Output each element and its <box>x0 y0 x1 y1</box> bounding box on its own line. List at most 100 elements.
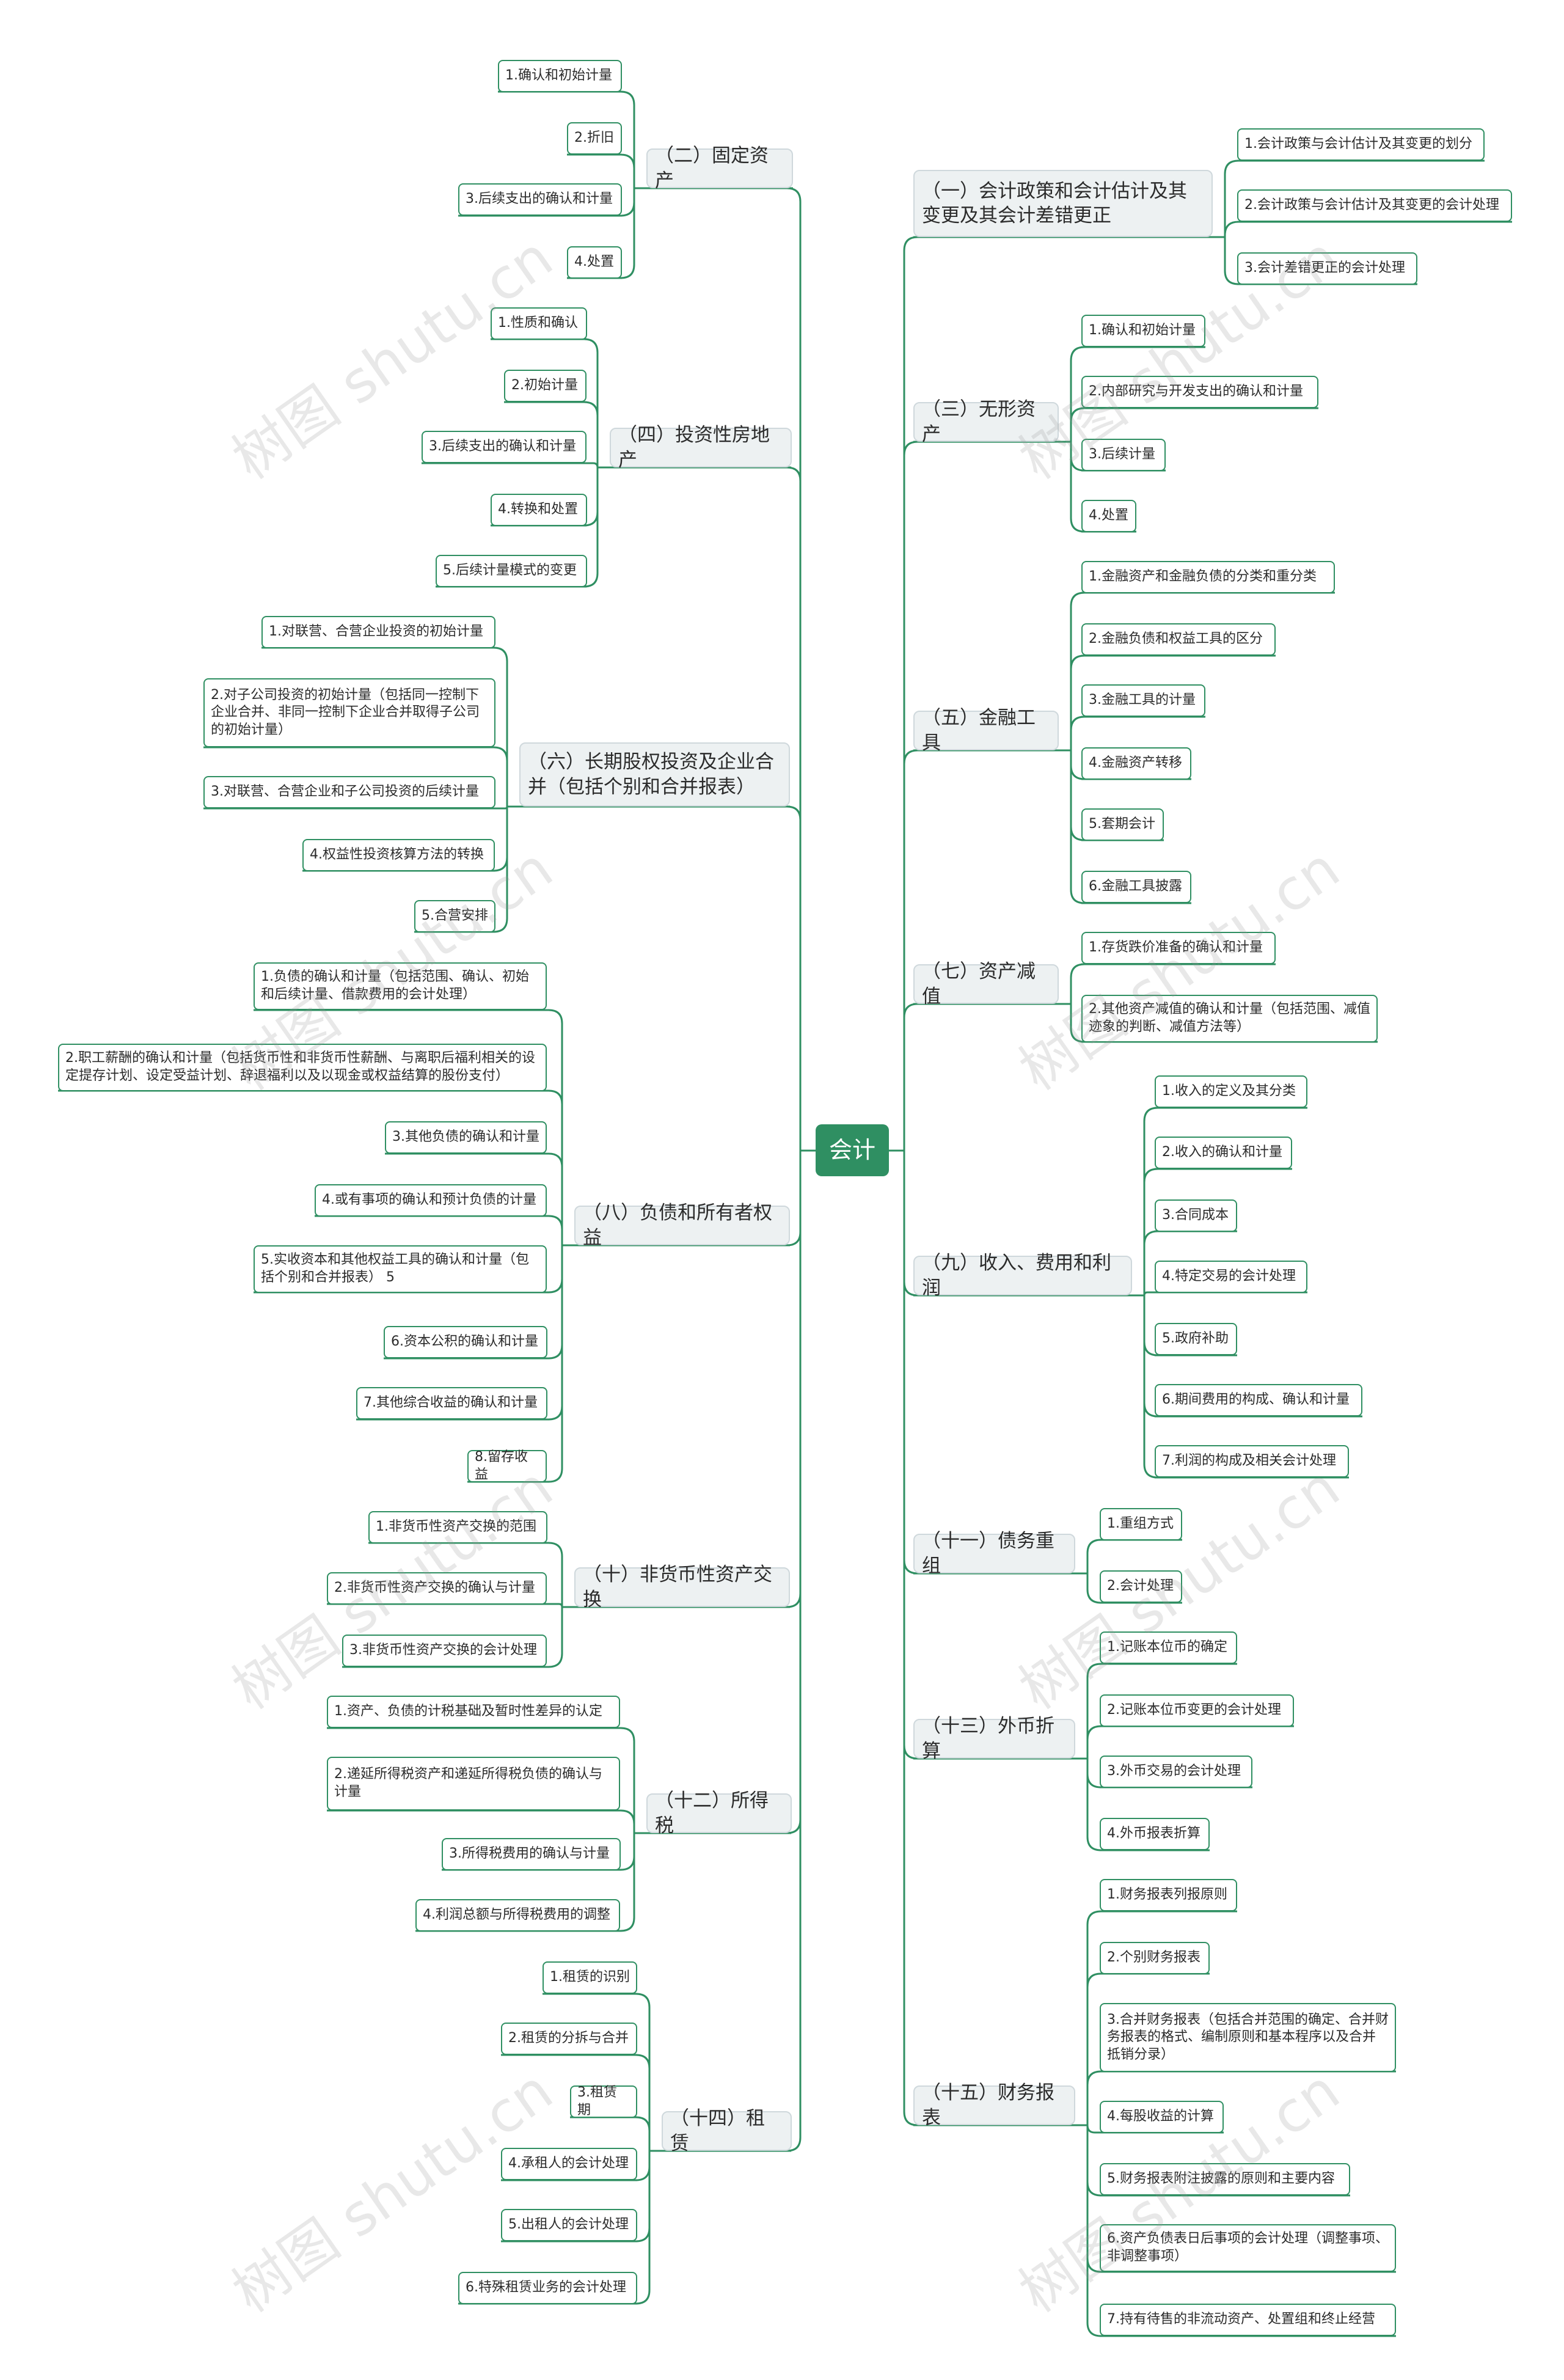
leaf-right-0-1[interactable]: 2.会计政策与会计估计及其变更的会计处理 <box>1237 189 1512 222</box>
leaf-left-4-0[interactable]: 1.非货币性资产交换的范围 <box>368 1511 547 1543</box>
leaf-right-4-6[interactable]: 7.利润的构成及相关会计处理 <box>1155 1445 1349 1477</box>
branch-right-7[interactable]: （十五）财务报表 <box>913 2082 1075 2129</box>
leaf-link <box>620 188 635 279</box>
leaf-left-2-2[interactable]: 3.对联营、合营企业和子公司投资的后续计量 <box>203 776 495 808</box>
leaf-left-6-2[interactable]: 3.租赁期 <box>570 2085 637 2118</box>
leaf-right-4-1[interactable]: 2.收入的确认和计量 <box>1155 1137 1292 1169</box>
leaf-left-4-2[interactable]: 3.非货币性资产交换的会计处理 <box>342 1635 547 1667</box>
branch-link <box>903 1151 918 2126</box>
leaf-right-7-5[interactable]: 6.资产负债表日后事项的会计处理（调整事项、非调整事项） <box>1100 2224 1396 2272</box>
leaf-left-0-3[interactable]: 4.处置 <box>567 246 622 279</box>
leaf-link <box>1224 159 1239 237</box>
leaf-left-0-2[interactable]: 3.后续支出的确认和计量 <box>458 183 622 216</box>
branch-left-5[interactable]: （十二）所得税 <box>646 1790 792 1837</box>
branch-right-6[interactable]: （十三）外币折算 <box>913 1715 1075 1762</box>
branch-left-6[interactable]: （十四）租赁 <box>662 2107 792 2155</box>
leaf-link <box>1070 654 1085 750</box>
leaf-right-7-4[interactable]: 5.财务报表附注披露的原则和主要内容 <box>1100 2163 1350 2195</box>
leaf-right-2-1[interactable]: 2.金融负债和权益工具的区分 <box>1081 623 1276 656</box>
branch-left-2[interactable]: （六）长期股权投资及企业合并（包括个别和合并报表） <box>519 742 790 807</box>
leaf-left-1-3[interactable]: 4.转换和处置 <box>491 494 587 526</box>
leaf-right-7-1[interactable]: 2.个别财务报表 <box>1100 1942 1210 1974</box>
leaf-right-2-0[interactable]: 1.金融资产和金融负债的分类和重分类 <box>1081 561 1335 593</box>
leaf-left-3-4[interactable]: 5.实收资本和其他权益工具的确认和计量（包括个别和合并报表） 5 <box>254 1245 547 1293</box>
leaf-left-1-2[interactable]: 3.后续支出的确认和计量 <box>422 431 586 463</box>
leaf-link <box>1086 1663 1102 1759</box>
root-node[interactable]: 会计 <box>816 1124 889 1176</box>
leaf-left-1-4[interactable]: 5.后续计量模式的变更 <box>436 555 587 587</box>
branch-right-0[interactable]: （一）会计政策和会计估计及其变更及其会计差错更正 <box>913 170 1213 237</box>
leaf-left-6-3[interactable]: 4.承租人的会计处理 <box>501 2148 637 2180</box>
leaf-link <box>1143 1295 1158 1479</box>
leaf-right-1-0[interactable]: 1.确认和初始计量 <box>1081 315 1205 347</box>
branch-link <box>786 1151 802 1834</box>
leaf-right-5-1[interactable]: 2.会计处理 <box>1100 1570 1182 1603</box>
leaf-left-2-3[interactable]: 4.权益性投资核算方法的转换 <box>302 839 495 871</box>
leaf-right-1-2[interactable]: 3.后续计量 <box>1081 439 1166 471</box>
leaf-right-2-3[interactable]: 4.金融资产转移 <box>1081 747 1191 780</box>
leaf-left-1-0[interactable]: 1.性质和确认 <box>491 307 587 340</box>
leaf-link <box>635 2116 651 2151</box>
leaf-left-5-3[interactable]: 4.利润总额与所得税费用的调整 <box>415 1899 620 1931</box>
leaf-right-6-0[interactable]: 1.记账本位币的确定 <box>1100 1631 1237 1664</box>
leaf-right-7-2[interactable]: 3.合并财务报表（包括合并范围的确定、合并财务报表的格式、编制原则和基本程序以及… <box>1100 2003 1396 2072</box>
leaf-left-3-6[interactable]: 7.其他综合收益的确认和计量 <box>356 1387 547 1419</box>
leaf-left-0-0[interactable]: 1.确认和初始计量 <box>498 60 622 92</box>
leaf-right-1-1[interactable]: 2.内部研究与开发支出的确认和计量 <box>1081 376 1318 408</box>
leaf-right-5-0[interactable]: 1.重组方式 <box>1100 1508 1182 1540</box>
leaf-left-1-1[interactable]: 2.初始计量 <box>504 370 586 402</box>
leaf-right-7-0[interactable]: 1.财务报表列报原则 <box>1100 1879 1237 1911</box>
leaf-right-1-3[interactable]: 4.处置 <box>1081 500 1136 532</box>
leaf-left-5-0[interactable]: 1.资产、负债的计税基础及暂时性差异的认定 <box>327 1696 620 1728</box>
leaf-right-3-0[interactable]: 1.存货跌价准备的确认和计量 <box>1081 932 1276 964</box>
branch-right-3[interactable]: （七）资产减值 <box>913 961 1059 1008</box>
leaf-right-6-2[interactable]: 3.外币交易的会计处理 <box>1100 1756 1252 1788</box>
leaf-right-7-6[interactable]: 7.持有待售的非流动资产、处置组和终止经营 <box>1100 2304 1396 2336</box>
leaf-right-3-1[interactable]: 2.其他资产减值的确认和计量（包括范围、减值迹象的判断、减值方法等） <box>1081 995 1378 1042</box>
leaf-link <box>635 2151 651 2243</box>
leaf-left-6-0[interactable]: 1.租赁的识别 <box>543 1961 637 1994</box>
leaf-left-6-1[interactable]: 2.租赁的分拆与合并 <box>501 2023 637 2055</box>
leaf-link <box>583 401 599 467</box>
leaf-left-2-1[interactable]: 2.对子公司投资的初始计量（包括同一控制下企业合并、非同一控制下企业合并取得子公… <box>203 678 495 747</box>
leaf-left-0-1[interactable]: 2.折旧 <box>567 122 622 155</box>
leaf-left-3-1[interactable]: 2.职工薪酬的确认和计量（包括货币性和非货币性薪酬、与离职后福利相关的设定提存计… <box>58 1044 547 1091</box>
leaf-left-5-2[interactable]: 3.所得税费用的确认与计量 <box>442 1838 621 1870</box>
leaf-right-6-1[interactable]: 2.记账本位币变更的会计处理 <box>1100 1694 1294 1727</box>
leaf-link <box>493 807 508 933</box>
leaf-right-2-5[interactable]: 6.金融工具披露 <box>1081 871 1191 903</box>
leaf-right-4-2[interactable]: 3.合同成本 <box>1155 1199 1237 1232</box>
leaf-right-4-4[interactable]: 5.政府补助 <box>1155 1323 1237 1355</box>
leaf-right-2-4[interactable]: 5.套期会计 <box>1081 808 1164 841</box>
leaf-left-3-5[interactable]: 6.资本公积的确认和计量 <box>384 1326 547 1358</box>
branch-right-2[interactable]: （五）金融工具 <box>913 707 1059 754</box>
leaf-link <box>1143 1107 1158 1295</box>
leaf-right-0-0[interactable]: 1.会计政策与会计估计及其变更的划分 <box>1237 128 1485 161</box>
leaf-right-7-3[interactable]: 4.每股收益的计算 <box>1100 2101 1224 2133</box>
leaf-left-3-0[interactable]: 1.负债的确认和计量（包括范围、确认、初始和后续计量、借款费用的会计处理） <box>254 962 547 1010</box>
leaf-left-4-1[interactable]: 2.非货币性资产交换的确认与计量 <box>327 1572 547 1605</box>
branch-left-4[interactable]: （十）非货币性资产交换 <box>574 1564 790 1611</box>
leaf-right-4-3[interactable]: 4.特定交易的会计处理 <box>1155 1261 1307 1293</box>
leaf-right-2-2[interactable]: 3.金融工具的计量 <box>1081 684 1205 717</box>
branch-left-3[interactable]: （八）负债和所有者权益 <box>574 1202 790 1249</box>
leaf-right-4-5[interactable]: 6.期间费用的构成、确认和计量 <box>1155 1384 1362 1416</box>
branch-right-5[interactable]: （十一）债务重组 <box>913 1530 1075 1577</box>
leaf-left-2-0[interactable]: 1.对联营、合营企业投资的初始计量 <box>261 616 495 648</box>
leaf-left-3-7[interactable]: 8.留存收益 <box>467 1449 547 1482</box>
leaf-right-4-0[interactable]: 1.收入的定义及其分类 <box>1155 1075 1307 1108</box>
leaf-left-5-1[interactable]: 2.递延所得税资产和递延所得税负债的确认与计量 <box>327 1757 620 1811</box>
leaf-left-3-3[interactable]: 4.或有事项的确认和预计负债的计量 <box>315 1184 547 1217</box>
leaf-link <box>1086 2125 1102 2337</box>
branch-left-1[interactable]: （四）投资性房地产 <box>610 424 792 471</box>
branch-right-4[interactable]: （九）收入、费用和利润 <box>913 1252 1132 1299</box>
leaf-link <box>1086 1539 1102 1573</box>
branch-right-1[interactable]: （三）无形资产 <box>913 398 1059 445</box>
branch-left-0[interactable]: （二）固定资产 <box>646 145 793 192</box>
leaf-right-6-3[interactable]: 4.外币报表折算 <box>1100 1818 1210 1850</box>
leaf-left-6-4[interactable]: 5.出租人的会计处理 <box>501 2209 637 2241</box>
leaf-left-2-4[interactable]: 5.合营安排 <box>414 900 495 932</box>
leaf-right-0-2[interactable]: 3.会计差错更正的会计处理 <box>1237 252 1417 285</box>
leaf-left-3-2[interactable]: 3.其他负债的确认和计量 <box>385 1121 547 1154</box>
leaf-left-6-5[interactable]: 6.特殊租赁业务的会计处理 <box>458 2272 637 2304</box>
